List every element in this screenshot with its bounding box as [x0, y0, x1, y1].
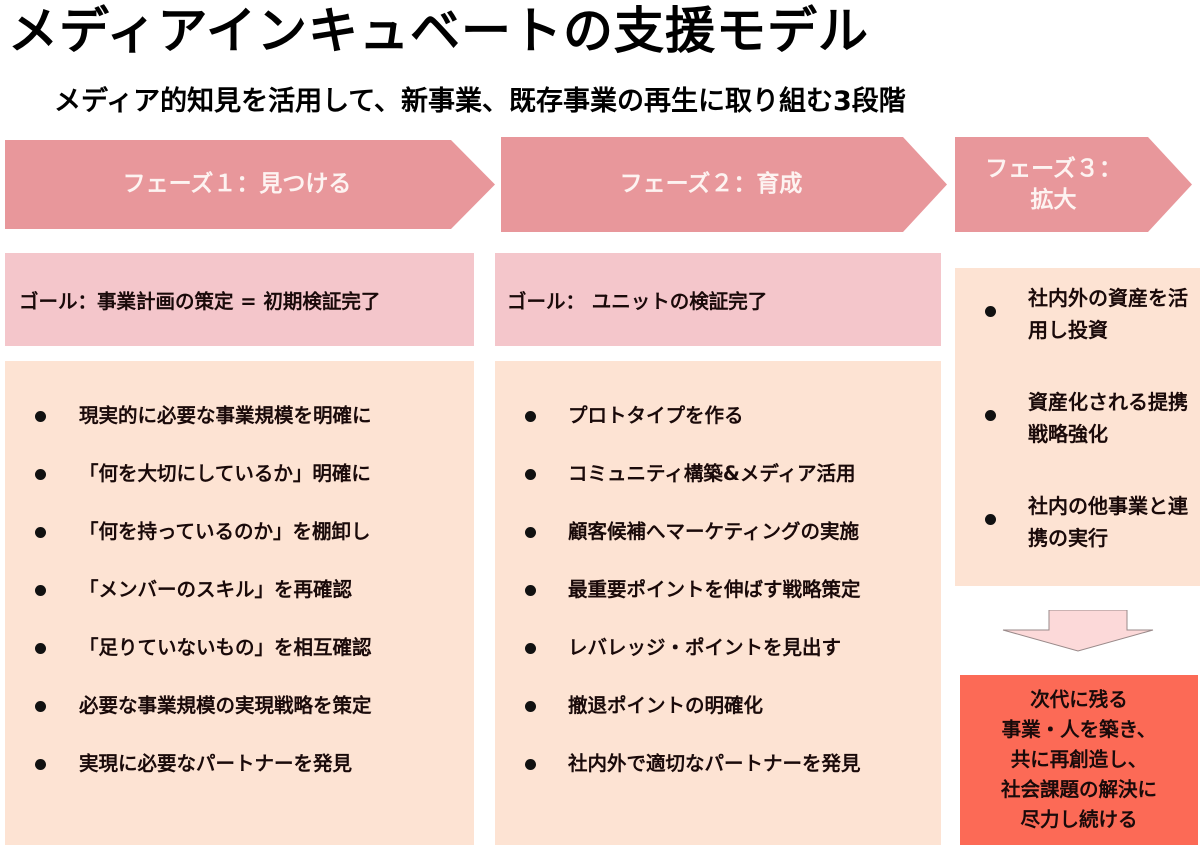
- list-item: 実現に必要なパートナーを発見: [5, 749, 474, 779]
- phase-1-goal: ゴール：事業計画の策定 = 初期検証完了: [5, 253, 474, 346]
- result-line: 尽力し続ける: [1020, 808, 1138, 831]
- list-item: 「足りていないもの」を相互確認: [5, 633, 474, 663]
- phase-2-goal-text: ゴール： ユニットの検証完了: [507, 290, 768, 313]
- phase-1-list: 現実的に必要な事業規模を明確に 「何を大切にしているか」明確に 「何を持っている…: [5, 361, 474, 845]
- list-item: 社内外で適切なパートナーを発見: [495, 749, 941, 779]
- bullet-icon: [985, 410, 996, 421]
- bullet-icon: [525, 643, 536, 654]
- phase-3-label-line1: フェーズ３：: [985, 155, 1122, 182]
- result-line: 事業・人を築き、: [1001, 718, 1157, 741]
- phase-1-arrow: フェーズ１：見つける: [5, 140, 495, 229]
- list-item: 現実的に必要な事業規模を明確に: [5, 401, 474, 431]
- phase-1-goal-text: ゴール：事業計画の策定 = 初期検証完了: [19, 290, 381, 313]
- list-item: 顧客候補へマーケティングの実施: [495, 517, 941, 547]
- bullet-icon: [35, 759, 46, 770]
- list-item: 「何を大切にしているか」明確に: [5, 459, 474, 489]
- bullet-icon: [35, 585, 46, 596]
- bullet-icon: [525, 527, 536, 538]
- bullet-icon: [35, 643, 46, 654]
- list-item: 社内の他事業と連携の実行: [955, 490, 1200, 554]
- list-item: コミュニティ構築&メディア活用: [495, 459, 941, 489]
- list-item: 社内外の資産を活用し投資: [955, 282, 1200, 346]
- bullet-icon: [35, 701, 46, 712]
- bullet-icon: [525, 759, 536, 770]
- down-arrow-icon: [1002, 610, 1154, 652]
- phase-1-label: フェーズ１：見つける: [122, 171, 352, 197]
- phase-2-arrow: フェーズ２：育成: [501, 137, 947, 232]
- bullet-icon: [525, 701, 536, 712]
- result-line: 共に再創造し、: [1010, 748, 1148, 771]
- bullet-icon: [525, 469, 536, 480]
- result-line: 社会課題の解決に: [1000, 778, 1157, 801]
- bullet-icon: [35, 469, 46, 480]
- phase-3-arrow: フェーズ３： 拡大: [955, 137, 1192, 232]
- result-line: 次代に残る: [1030, 688, 1128, 711]
- result-box: 次代に残る 事業・人を築き、 共に再創造し、 社会課題の解決に 尽力し続ける: [960, 675, 1198, 845]
- bullet-icon: [35, 411, 46, 422]
- bullet-icon: [35, 527, 46, 538]
- list-item: レバレッジ・ポイントを見出す: [495, 633, 941, 663]
- bullet-icon: [525, 585, 536, 596]
- list-item: 撤退ポイントの明確化: [495, 691, 941, 721]
- bullet-icon: [985, 306, 996, 317]
- phase-2-list: プロトタイプを作る コミュニティ構築&メディア活用 顧客候補へマーケティングの実…: [495, 361, 941, 845]
- phase-2-goal: ゴール： ユニットの検証完了: [495, 253, 941, 346]
- list-item: 「何を持っているのか」を棚卸し: [5, 517, 474, 547]
- page-subtitle: メディア的知見を活用して、新事業、既存事業の再生に取り組む3段階: [54, 86, 906, 117]
- page-title: メディアインキュベートの支援モデル: [8, 2, 869, 60]
- list-item: 最重要ポイントを伸ばす戦略策定: [495, 575, 941, 605]
- phase-2-label: フェーズ２：育成: [619, 171, 803, 197]
- bullet-icon: [985, 514, 996, 525]
- phase-3-label-line2: 拡大: [1030, 186, 1077, 213]
- list-item: プロトタイプを作る: [495, 401, 941, 431]
- list-item: 「メンバーのスキル」を再確認: [5, 575, 474, 605]
- bullet-icon: [525, 411, 536, 422]
- list-item: 必要な事業規模の実現戦略を策定: [5, 691, 474, 721]
- list-item: 資産化される提携戦略強化: [955, 386, 1200, 450]
- phase-3-list: 社内外の資産を活用し投資 資産化される提携戦略強化 社内の他事業と連携の実行: [955, 268, 1200, 586]
